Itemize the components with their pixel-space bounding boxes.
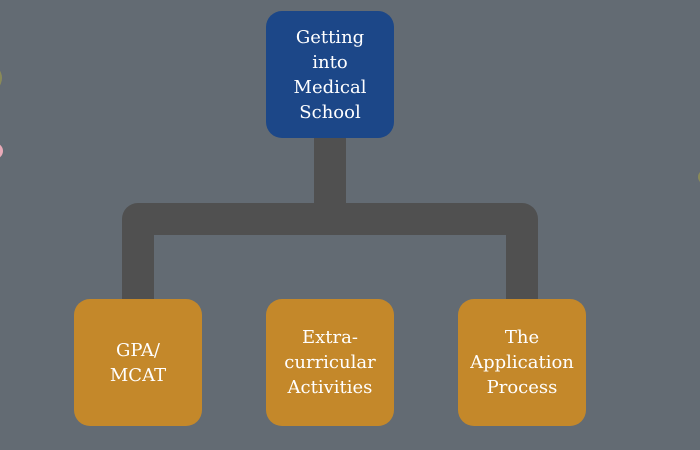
root-node-label: Getting into Medical School <box>293 26 367 123</box>
child-node-application-process: The Application Process <box>458 299 586 426</box>
connector-path <box>122 136 538 301</box>
partial-pink-decoration <box>0 143 3 159</box>
child-node-label: The Application Process <box>470 327 574 398</box>
child-node-extracurricular: Extra- curricular Activities <box>266 299 394 426</box>
root-node: Getting into Medical School <box>266 11 394 138</box>
child-node-label: Extra- curricular Activities <box>284 327 376 398</box>
child-node-label: GPA/ MCAT <box>109 339 167 386</box>
child-node-gpa-mcat: GPA/ MCAT <box>74 299 202 426</box>
